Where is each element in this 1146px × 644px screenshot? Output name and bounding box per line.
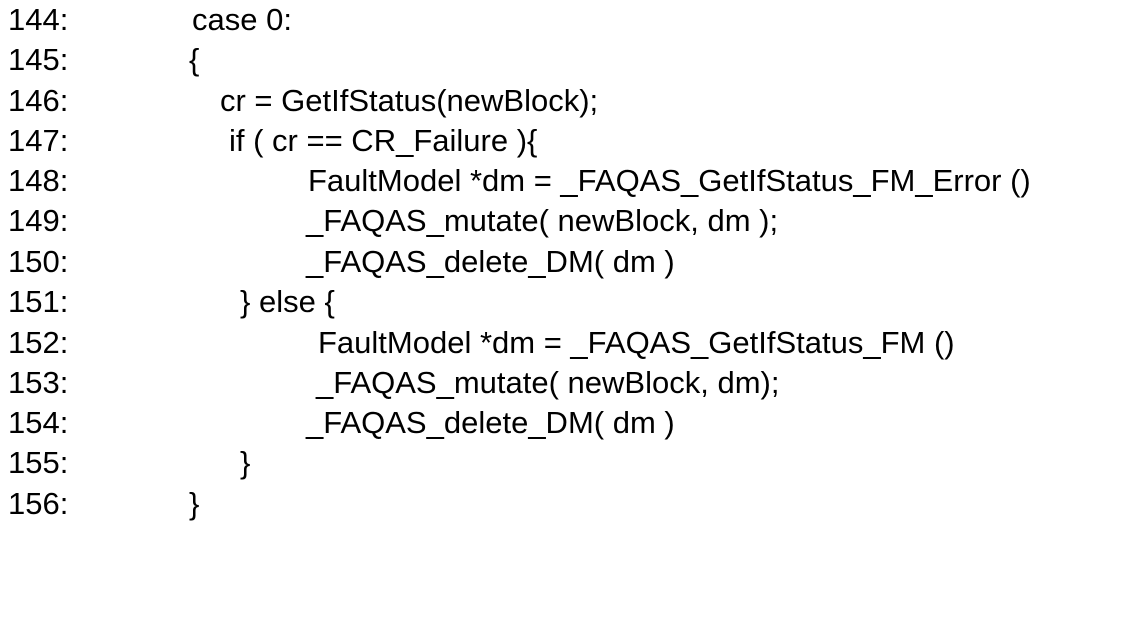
code-line-144: 144: case 0: <box>0 0 1146 40</box>
line-number: 149: <box>8 203 69 238</box>
line-code: case 0: <box>192 2 292 37</box>
line-code: _FAQAS_delete_DM( dm ) <box>306 244 675 279</box>
line-number: 154: <box>8 405 69 440</box>
line-code: } <box>189 486 200 521</box>
code-line-145: 145: { <box>0 40 1146 80</box>
line-code: _FAQAS_delete_DM( dm ) <box>306 405 675 440</box>
line-code: _FAQAS_mutate( newBlock, dm); <box>316 365 780 400</box>
code-line-152: 152: FaultModel *dm = _FAQAS_GetIfStatus… <box>0 323 1146 363</box>
line-number: 151: <box>8 284 69 319</box>
line-number: 152: <box>8 325 69 360</box>
code-line-146: 146: cr = GetIfStatus(newBlock); <box>0 81 1146 121</box>
line-code: _FAQAS_mutate( newBlock, dm ); <box>306 203 779 238</box>
code-line-153: 153: _FAQAS_mutate( newBlock, dm); <box>0 363 1146 403</box>
code-listing: 144: case 0: 145: { 146: cr = GetIfStatu… <box>0 0 1146 524</box>
line-code: cr = GetIfStatus(newBlock); <box>220 83 599 118</box>
line-number: 147: <box>8 123 69 158</box>
code-line-147: 147: if ( cr == CR_Failure ){ <box>0 121 1146 161</box>
line-number: 146: <box>8 83 69 118</box>
line-number: 156: <box>8 486 69 521</box>
line-number: 150: <box>8 244 69 279</box>
line-number: 148: <box>8 163 69 198</box>
line-code: } <box>240 445 251 480</box>
line-code: FaultModel *dm = _FAQAS_GetIfStatus_FM (… <box>318 325 955 360</box>
line-code: if ( cr == CR_Failure ){ <box>229 123 538 158</box>
code-line-149: 149: _FAQAS_mutate( newBlock, dm ); <box>0 201 1146 241</box>
code-line-150: 150: _FAQAS_delete_DM( dm ) <box>0 242 1146 282</box>
code-line-154: 154: _FAQAS_delete_DM( dm ) <box>0 403 1146 443</box>
code-line-148: 148: FaultModel *dm = _FAQAS_GetIfStatus… <box>0 161 1146 201</box>
line-number: 144: <box>8 2 69 37</box>
line-number: 153: <box>8 365 69 400</box>
line-code: { <box>189 42 200 77</box>
line-number: 155: <box>8 445 69 480</box>
code-line-156: 156: } <box>0 484 1146 524</box>
code-line-155: 155: } <box>0 443 1146 483</box>
line-code: } else { <box>240 284 335 319</box>
line-code: FaultModel *dm = _FAQAS_GetIfStatus_FM_E… <box>308 163 1031 198</box>
code-line-151: 151: } else { <box>0 282 1146 322</box>
line-number: 145: <box>8 42 69 77</box>
